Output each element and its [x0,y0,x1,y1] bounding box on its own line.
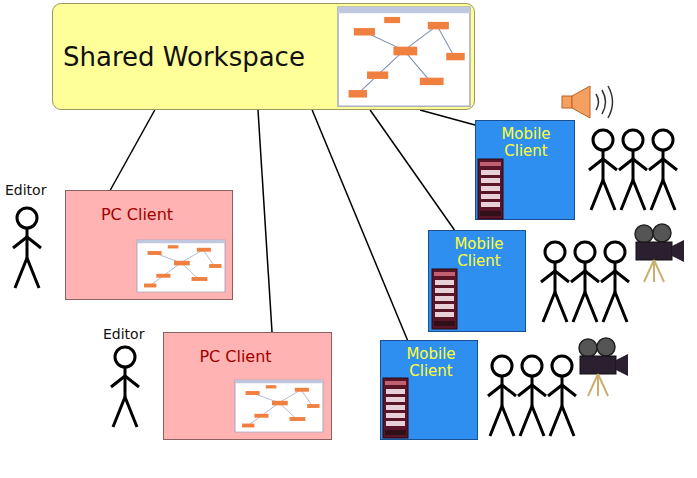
role-label: Editor [5,182,46,198]
phone-screenshot [432,269,457,329]
stick-figure [111,347,139,427]
video-camera [635,224,684,282]
connector-line [420,110,475,125]
stick-figure [649,130,677,210]
workspace-thumbnail [338,7,470,106]
connector-line [258,110,272,332]
node-label: Mobile Client [391,346,471,380]
stick-figure [518,356,546,436]
connector-line [110,110,154,190]
connector-line [312,110,407,340]
stick-figure [548,356,576,436]
connector-line [370,110,454,230]
node-label: Mobile Client [486,126,566,160]
pc-screenshot [137,240,225,292]
phone-screenshot [478,159,503,219]
node-label: PC Client [164,347,331,366]
stick-figure [589,130,617,210]
stick-figure [541,242,569,322]
stick-figure [488,356,516,436]
stick-figure [13,208,41,288]
speaker-icon [562,86,613,118]
stick-figure [619,130,647,210]
node-label: Mobile Client [439,236,519,270]
stick-figure [571,242,599,322]
node-label: Shared Workspace [63,42,305,72]
phone-screenshot [383,378,408,438]
role-label: Editor [103,326,144,342]
video-camera [579,338,628,396]
node-label: PC Client [66,205,232,224]
pc-screenshot [235,380,323,432]
stick-figure [601,242,629,322]
